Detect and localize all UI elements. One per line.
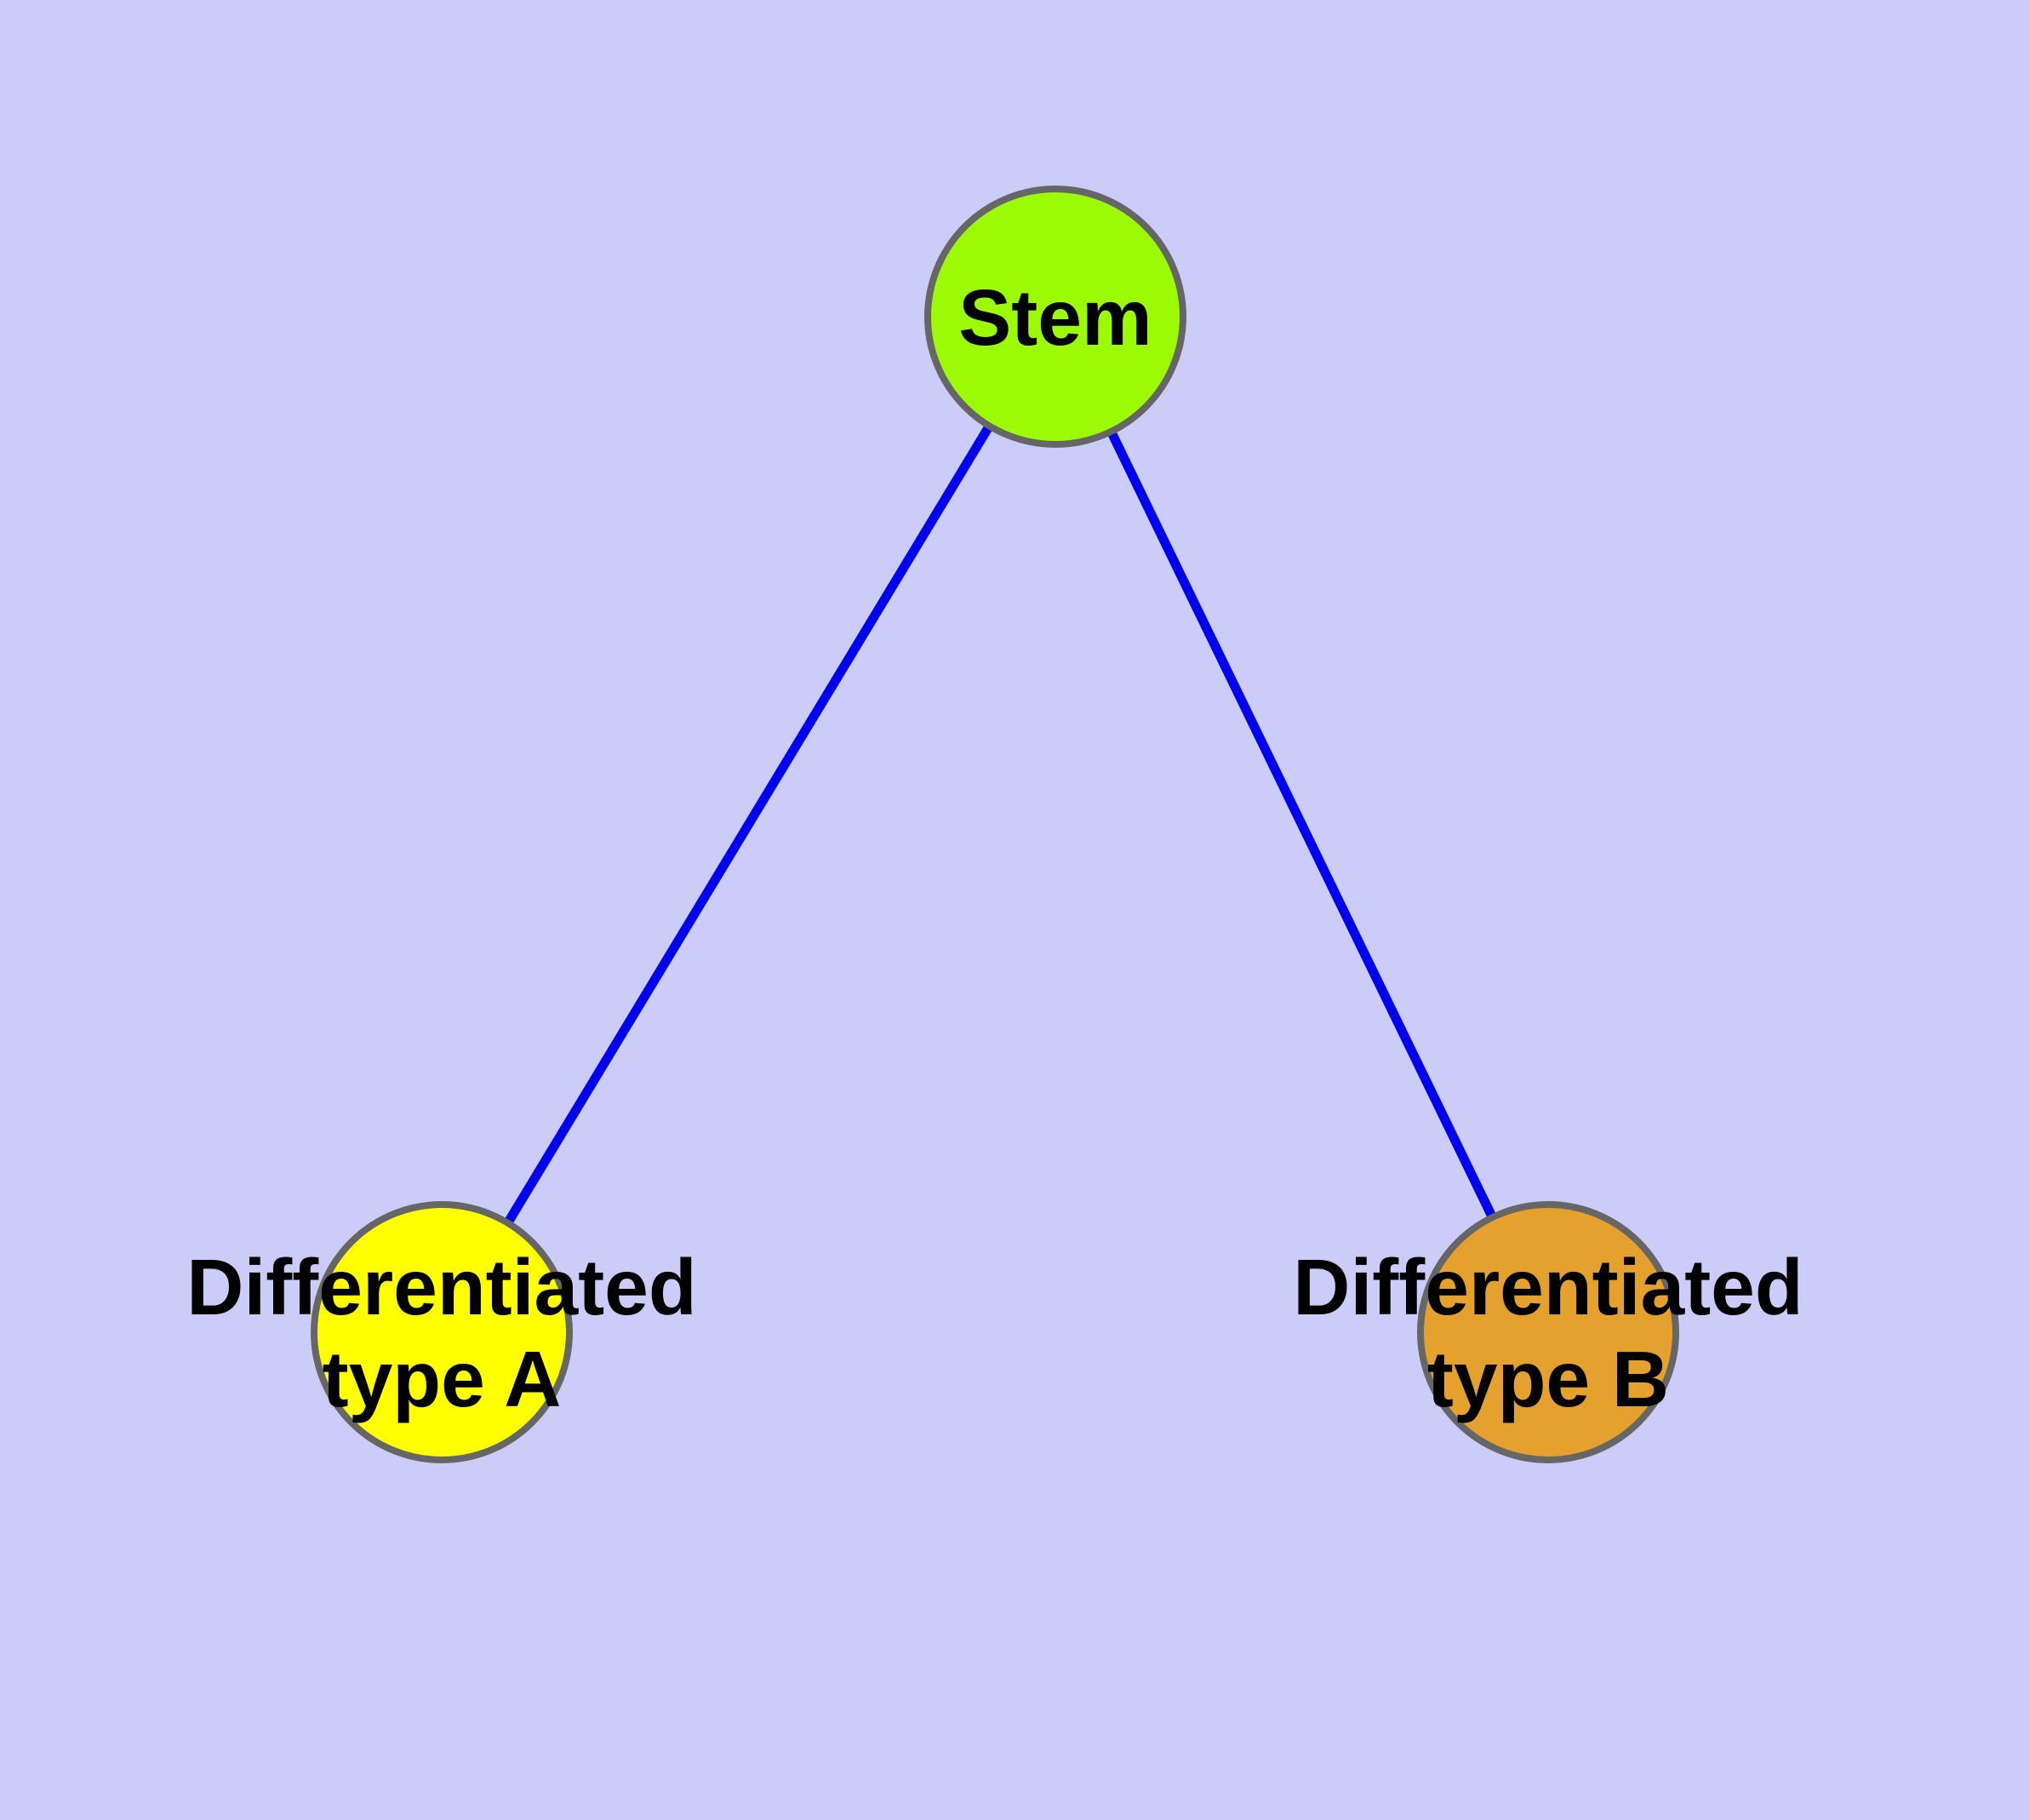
node-label-line: type B	[1427, 1335, 1669, 1423]
graph-node-stem[interactable]: Stem	[924, 186, 1186, 448]
node-circle-diff_a[interactable]	[311, 1201, 573, 1463]
node-label-stem: Stem	[958, 273, 1152, 362]
node-circle-stem[interactable]	[924, 186, 1186, 448]
edges-layer	[503, 423, 1497, 1226]
node-label-line: type A	[323, 1335, 562, 1423]
node-circle-diff_b[interactable]	[1417, 1201, 1679, 1463]
node-label-line: Differentiated	[1293, 1243, 1803, 1331]
graph-edge-stem-to-diff-b[interactable]	[1106, 429, 1497, 1220]
node-label-line: Stem	[958, 273, 1152, 362]
node-label-line: Differentiated	[186, 1243, 696, 1331]
graph-edge-stem-to-diff-a[interactable]	[503, 423, 994, 1226]
